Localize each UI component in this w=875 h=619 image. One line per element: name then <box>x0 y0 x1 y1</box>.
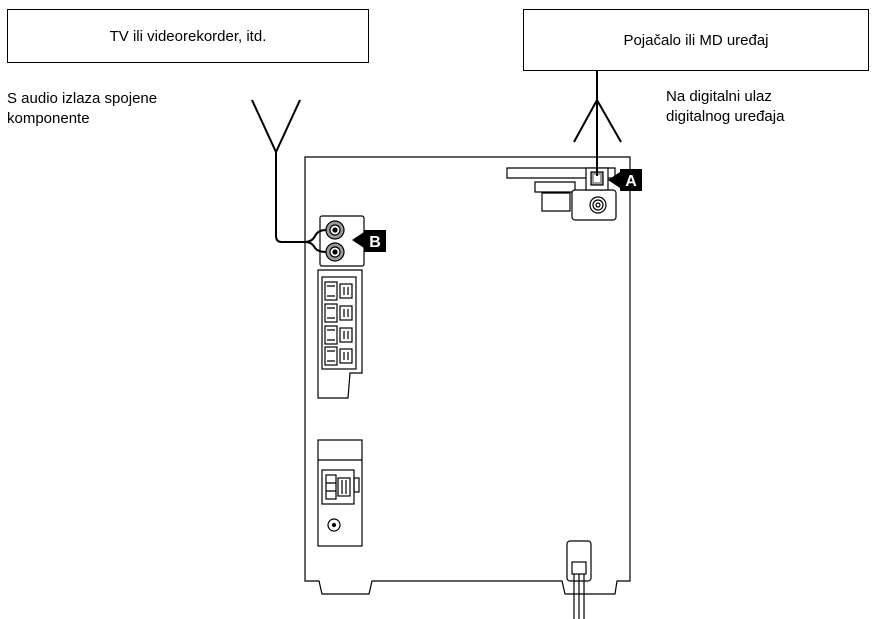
source-caption: S audio izlaza spojene komponente <box>7 90 158 127</box>
unit-body <box>304 156 631 595</box>
power-connector-panel <box>317 439 363 547</box>
marker-a-label: A <box>625 173 637 190</box>
marker-b: B <box>352 230 386 252</box>
audio-cable <box>251 99 327 253</box>
speaker-terminal-panel <box>317 269 363 399</box>
power-cord <box>566 540 592 619</box>
marker-b-label: B <box>369 234 381 251</box>
source-device-label: TV ili videorekorder, itd. <box>109 27 267 45</box>
destination-device-label: Pojačalo ili MD uređaj <box>623 31 769 49</box>
destination-caption: Na digitalni ulaz digitalnog uređaja <box>666 88 785 125</box>
digital-output-plate <box>506 167 617 221</box>
audio-input-panel <box>319 215 365 267</box>
source-device-box: TV ili videorekorder, itd. <box>7 9 369 63</box>
digital-cable <box>573 71 622 176</box>
destination-device-box: Pojačalo ili MD uređaj <box>523 9 869 71</box>
marker-a: A <box>608 169 642 191</box>
